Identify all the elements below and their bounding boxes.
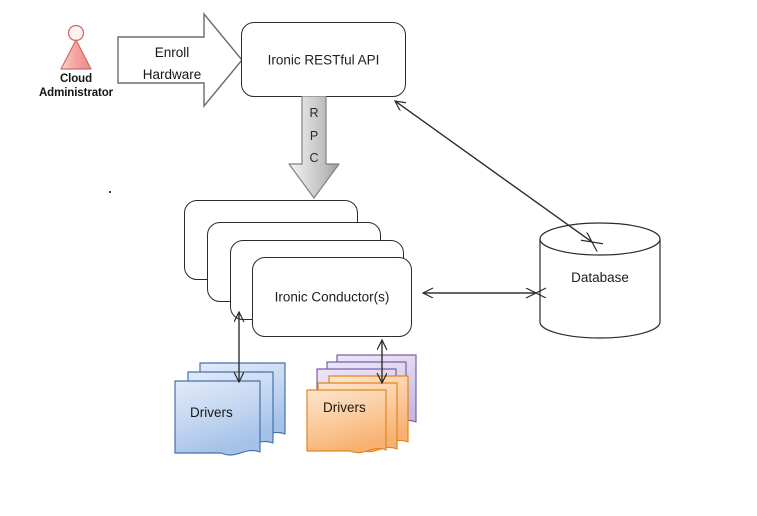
rpc-down-arrow-icon <box>288 95 340 199</box>
enroll-label-line2: Hardware <box>142 67 202 82</box>
ironic-conductors-label: Ironic Conductor(s) <box>274 289 390 305</box>
rpc-label: R P C <box>287 102 341 170</box>
speck-artifact <box>109 191 111 193</box>
document-stack-icon <box>174 362 286 456</box>
cloud-administrator-actor[interactable]: Cloud Administrator <box>26 22 126 107</box>
drivers-blue-stack[interactable]: Drivers <box>170 358 290 463</box>
ironic-restful-api-label: Ironic RESTful API <box>267 52 380 67</box>
drivers-orange-stack[interactable]: Drivers <box>303 350 425 460</box>
enroll-hardware-label: Enroll Hardware <box>126 42 218 86</box>
rpc-arrow: R P C <box>287 95 341 200</box>
rpc-letter-c: C <box>309 151 319 165</box>
api-to-database-arrow <box>395 101 592 242</box>
block-arrow-icon <box>117 12 243 108</box>
drivers-orange-label: Drivers <box>323 400 366 415</box>
cloud-administrator-label: Cloud Administrator <box>26 72 126 100</box>
api-to-database-arrow-head <box>394 100 592 242</box>
rpc-letter-p: P <box>309 128 319 143</box>
person-icon <box>60 24 92 70</box>
database-label: Database <box>571 270 629 285</box>
enroll-hardware-arrow[interactable]: Enroll Hardware <box>112 10 247 110</box>
enroll-label-line1: Enroll <box>154 45 190 60</box>
actor-label-line2: Administrator <box>38 87 114 99</box>
actor-label-line1: Cloud <box>59 73 93 85</box>
drivers-blue-label: Drivers <box>190 405 233 420</box>
rpc-letter-r: R <box>309 106 319 120</box>
ironic-conductors-box[interactable]: Ironic Conductor(s) <box>252 257 412 337</box>
ironic-restful-api-box[interactable]: Ironic RESTful API <box>241 22 406 97</box>
database-node[interactable]: Database <box>538 222 662 339</box>
